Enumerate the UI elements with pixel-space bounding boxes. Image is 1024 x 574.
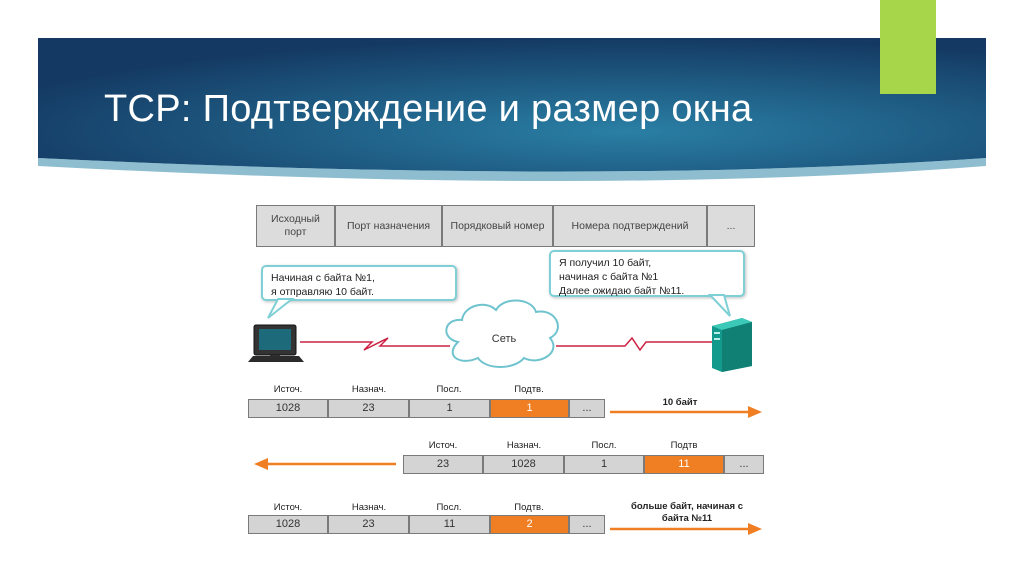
row3-arrow-text: больше байт, начиная с байта №11	[631, 501, 743, 524]
title-banner	[38, 0, 986, 181]
callout-sender: Начиная с байта №1, я отправляю 10 байт.	[261, 265, 457, 301]
row1-label-ack: Подтв.	[514, 384, 544, 395]
cloud-label: Сеть	[491, 333, 517, 345]
row3-cell-source: 1028	[248, 515, 328, 534]
header-cell-more: ...	[707, 205, 755, 247]
row3-cell-more: ...	[569, 515, 605, 534]
callout-sender-pointer	[267, 298, 295, 319]
network-cloud-icon	[445, 299, 559, 368]
row3-label-seq: Посл.	[436, 502, 462, 513]
row2-label-seq: Посл.	[591, 440, 617, 451]
row3-label-source: Источ.	[273, 502, 303, 513]
row2-cell-seq: 1	[564, 455, 644, 474]
accent-green-bar	[880, 0, 936, 94]
row1-cell-source: 1028	[248, 399, 328, 418]
header-cell-ack-number: Номера подтверждений	[553, 205, 707, 247]
row1-arrow-text: 10 байт	[662, 397, 698, 408]
desktop-computer-icon	[248, 324, 304, 362]
row1-cell-more: ...	[569, 399, 605, 418]
row1-label-seq: Посл.	[436, 384, 462, 395]
banner-shape	[38, 38, 986, 172]
row2-cell-source: 23	[403, 455, 483, 474]
row2-cell-dest: 1028	[483, 455, 564, 474]
header-cell-dest-port: Порт назначения	[335, 205, 442, 247]
link-right	[556, 336, 712, 352]
row3-cell-seq: 11	[409, 515, 490, 534]
row2-cell-more: ...	[724, 455, 764, 474]
row1-label-source: Источ.	[273, 384, 303, 395]
row2-label-ack: Подтв	[670, 440, 698, 451]
row3-label-ack: Подтв.	[514, 502, 544, 513]
row3-cell-ack: 2	[490, 515, 569, 534]
row2-label-source: Источ.	[428, 440, 458, 451]
header-cell-source-port: Исходный порт	[256, 205, 335, 247]
row2-label-dest: Назнач.	[506, 440, 542, 451]
slide-title: TCP: Подтверждение и размер окна	[104, 88, 753, 130]
row1-cell-seq: 1	[409, 399, 490, 418]
row2-cell-ack: 11	[644, 455, 724, 474]
banner-wave	[38, 158, 986, 181]
row1-cell-dest: 23	[328, 399, 409, 418]
link-left	[300, 337, 450, 351]
header-cell-seq-number: Порядковый номер	[442, 205, 553, 247]
row3-label-dest: Назнач.	[351, 502, 387, 513]
callout-receiver-pointer	[707, 294, 731, 317]
row1-label-dest: Назнач.	[351, 384, 387, 395]
server-icon	[712, 318, 752, 372]
callout-receiver: Я получил 10 байт, начиная с байта №1 Да…	[549, 250, 745, 297]
arrow-row-2	[254, 458, 396, 470]
row1-cell-ack: 1	[490, 399, 569, 418]
arrow-row-3	[610, 523, 762, 535]
row3-cell-dest: 23	[328, 515, 409, 534]
arrow-row-1	[610, 406, 762, 418]
